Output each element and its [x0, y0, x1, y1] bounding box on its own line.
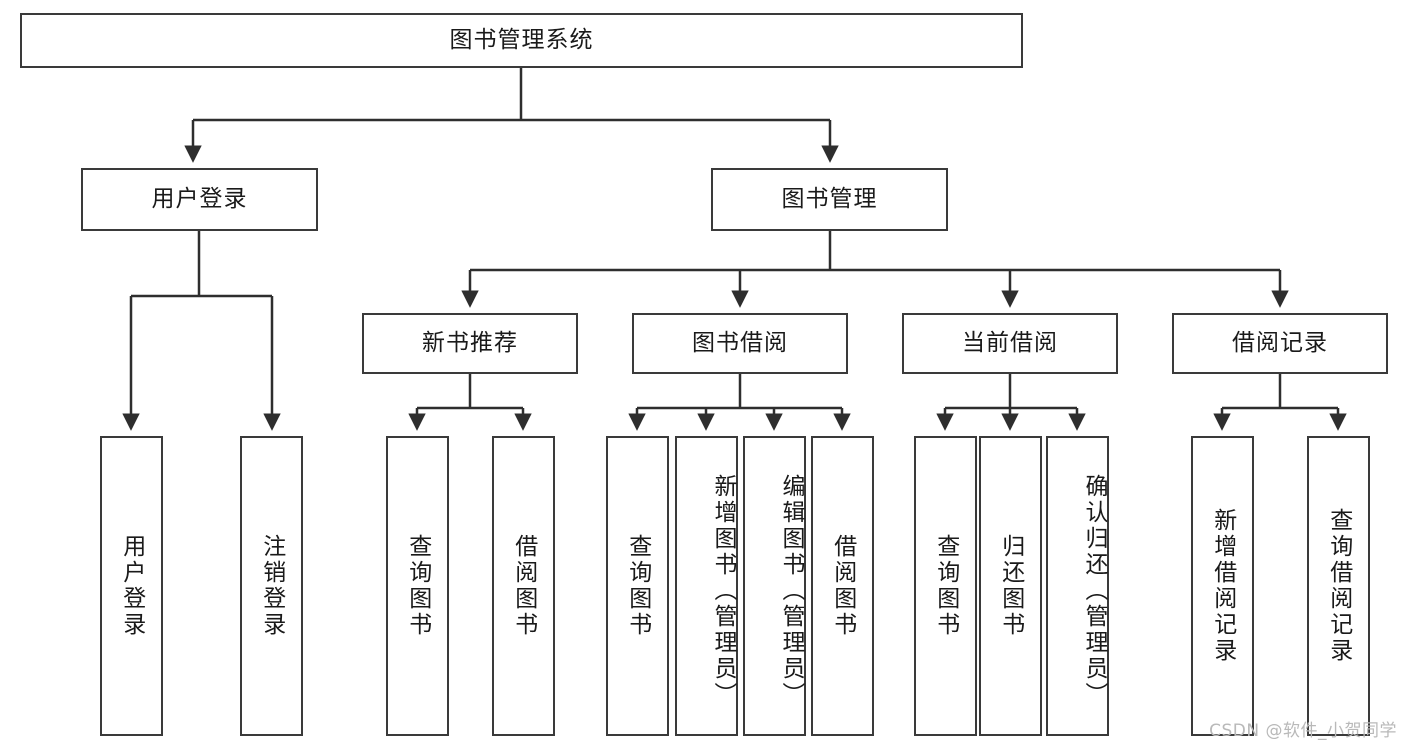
node-root-label: 图书管理系统 — [449, 26, 594, 53]
leaf-label: 确认归还（管理员） — [1081, 474, 1107, 708]
node-book-management[interactable]: 图书管理 — [711, 168, 948, 231]
leaf-label: 编辑图书（管理员） — [778, 474, 804, 708]
node-new-book-recommend[interactable]: 新书推荐 — [362, 313, 578, 374]
leaf-label: 新增借阅记录 — [1209, 508, 1236, 664]
leaf-new-book-query[interactable]: 查询图书 — [386, 436, 449, 736]
leaf-book-borrow-query[interactable]: 查询图书 — [606, 436, 669, 736]
leaf-book-borrow-borrow[interactable]: 借阅图书 — [811, 436, 874, 736]
node-user-login[interactable]: 用户登录 — [81, 168, 318, 231]
node-user-login-label: 用户登录 — [151, 185, 248, 212]
node-current-borrow-label: 当前借阅 — [962, 329, 1058, 356]
leaf-current-borrow-return[interactable]: 归还图书 — [979, 436, 1042, 736]
leaf-borrow-record-query[interactable]: 查询借阅记录 — [1307, 436, 1370, 736]
leaf-label: 借阅图书 — [510, 534, 537, 638]
leaf-label: 查询图书 — [932, 534, 959, 638]
node-borrow-record[interactable]: 借阅记录 — [1172, 313, 1388, 374]
leaf-borrow-record-add[interactable]: 新增借阅记录 — [1191, 436, 1254, 736]
leaf-label: 查询借阅记录 — [1325, 508, 1352, 664]
node-book-borrow-label: 图书借阅 — [692, 329, 788, 356]
leaf-label: 归还图书 — [997, 534, 1024, 638]
leaf-label: 注销登录 — [258, 534, 285, 638]
node-borrow-record-label: 借阅记录 — [1232, 329, 1328, 356]
leaf-label: 借阅图书 — [829, 534, 856, 638]
leaf-label: 用户登录 — [118, 534, 145, 638]
watermark: CSDN @软件_小贺同学 — [1209, 721, 1397, 741]
leaf-current-borrow-query[interactable]: 查询图书 — [914, 436, 977, 736]
node-book-borrow[interactable]: 图书借阅 — [632, 313, 848, 374]
leaf-current-borrow-confirm-return[interactable]: 确认归还（管理员） — [1046, 436, 1109, 736]
leaf-new-book-borrow[interactable]: 借阅图书 — [492, 436, 555, 736]
leaf-book-borrow-add[interactable]: 新增图书（管理员） — [675, 436, 738, 736]
node-new-book-recommend-label: 新书推荐 — [422, 329, 518, 356]
node-book-management-label: 图书管理 — [781, 185, 878, 212]
leaf-user-login-login[interactable]: 用户登录 — [100, 436, 163, 736]
leaf-label: 查询图书 — [404, 534, 431, 638]
leaf-label: 新增图书（管理员） — [710, 474, 736, 708]
leaf-label: 查询图书 — [624, 534, 651, 638]
leaf-user-login-logout[interactable]: 注销登录 — [240, 436, 303, 736]
node-current-borrow[interactable]: 当前借阅 — [902, 313, 1118, 374]
node-root[interactable]: 图书管理系统 — [20, 13, 1023, 68]
leaf-book-borrow-edit[interactable]: 编辑图书（管理员） — [743, 436, 806, 736]
